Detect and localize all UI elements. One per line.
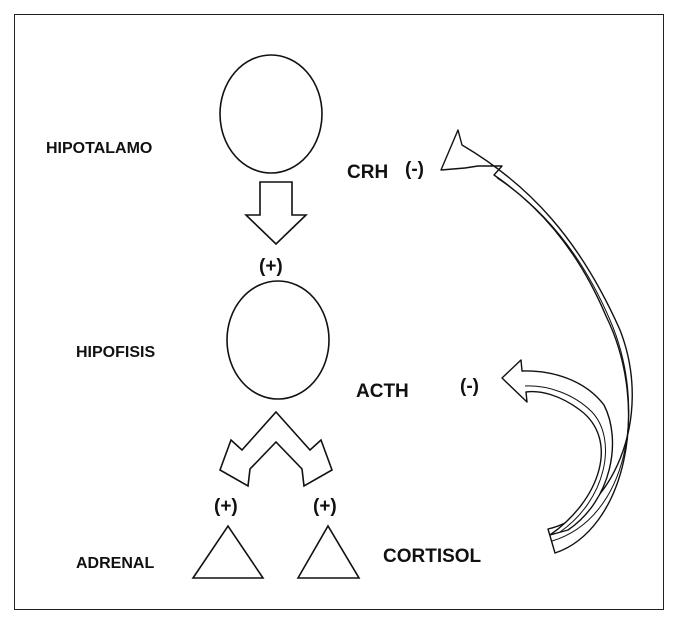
feedback-arrow-crh-icon [440, 129, 633, 554]
feedback-arrow-crh-inner-line [496, 177, 630, 542]
diagram-frame [14, 14, 664, 610]
cortisol-label: CORTISOL [383, 546, 482, 567]
inhibition-sign-acth: (-) [460, 376, 479, 397]
pituitary-label: HIPOFISIS [76, 344, 155, 361]
adrenal-triangle-right [296, 524, 361, 579]
down-arrow-icon [244, 181, 308, 246]
stimulation-sign-left: (+) [214, 496, 238, 517]
stimulation-sign-right: (+) [313, 496, 337, 517]
adrenal-label: ADRENAL [76, 555, 154, 572]
adrenal-triangle-left [191, 524, 265, 579]
hypothalamus-label: HIPOTALAMO [46, 140, 152, 157]
acth-label: ACTH [356, 381, 409, 402]
inhibition-sign-crh: (-) [405, 159, 424, 180]
crh-label: CRH [347, 162, 388, 183]
feedback-arrow-acth-inner-line [524, 385, 606, 533]
split-arrow-icon [219, 410, 333, 488]
pituitary-circle [226, 280, 330, 400]
feedback-arrow-acth-icon [501, 359, 614, 536]
stimulation-sign-crh: (+) [259, 256, 283, 277]
hypothalamus-circle [219, 54, 323, 174]
